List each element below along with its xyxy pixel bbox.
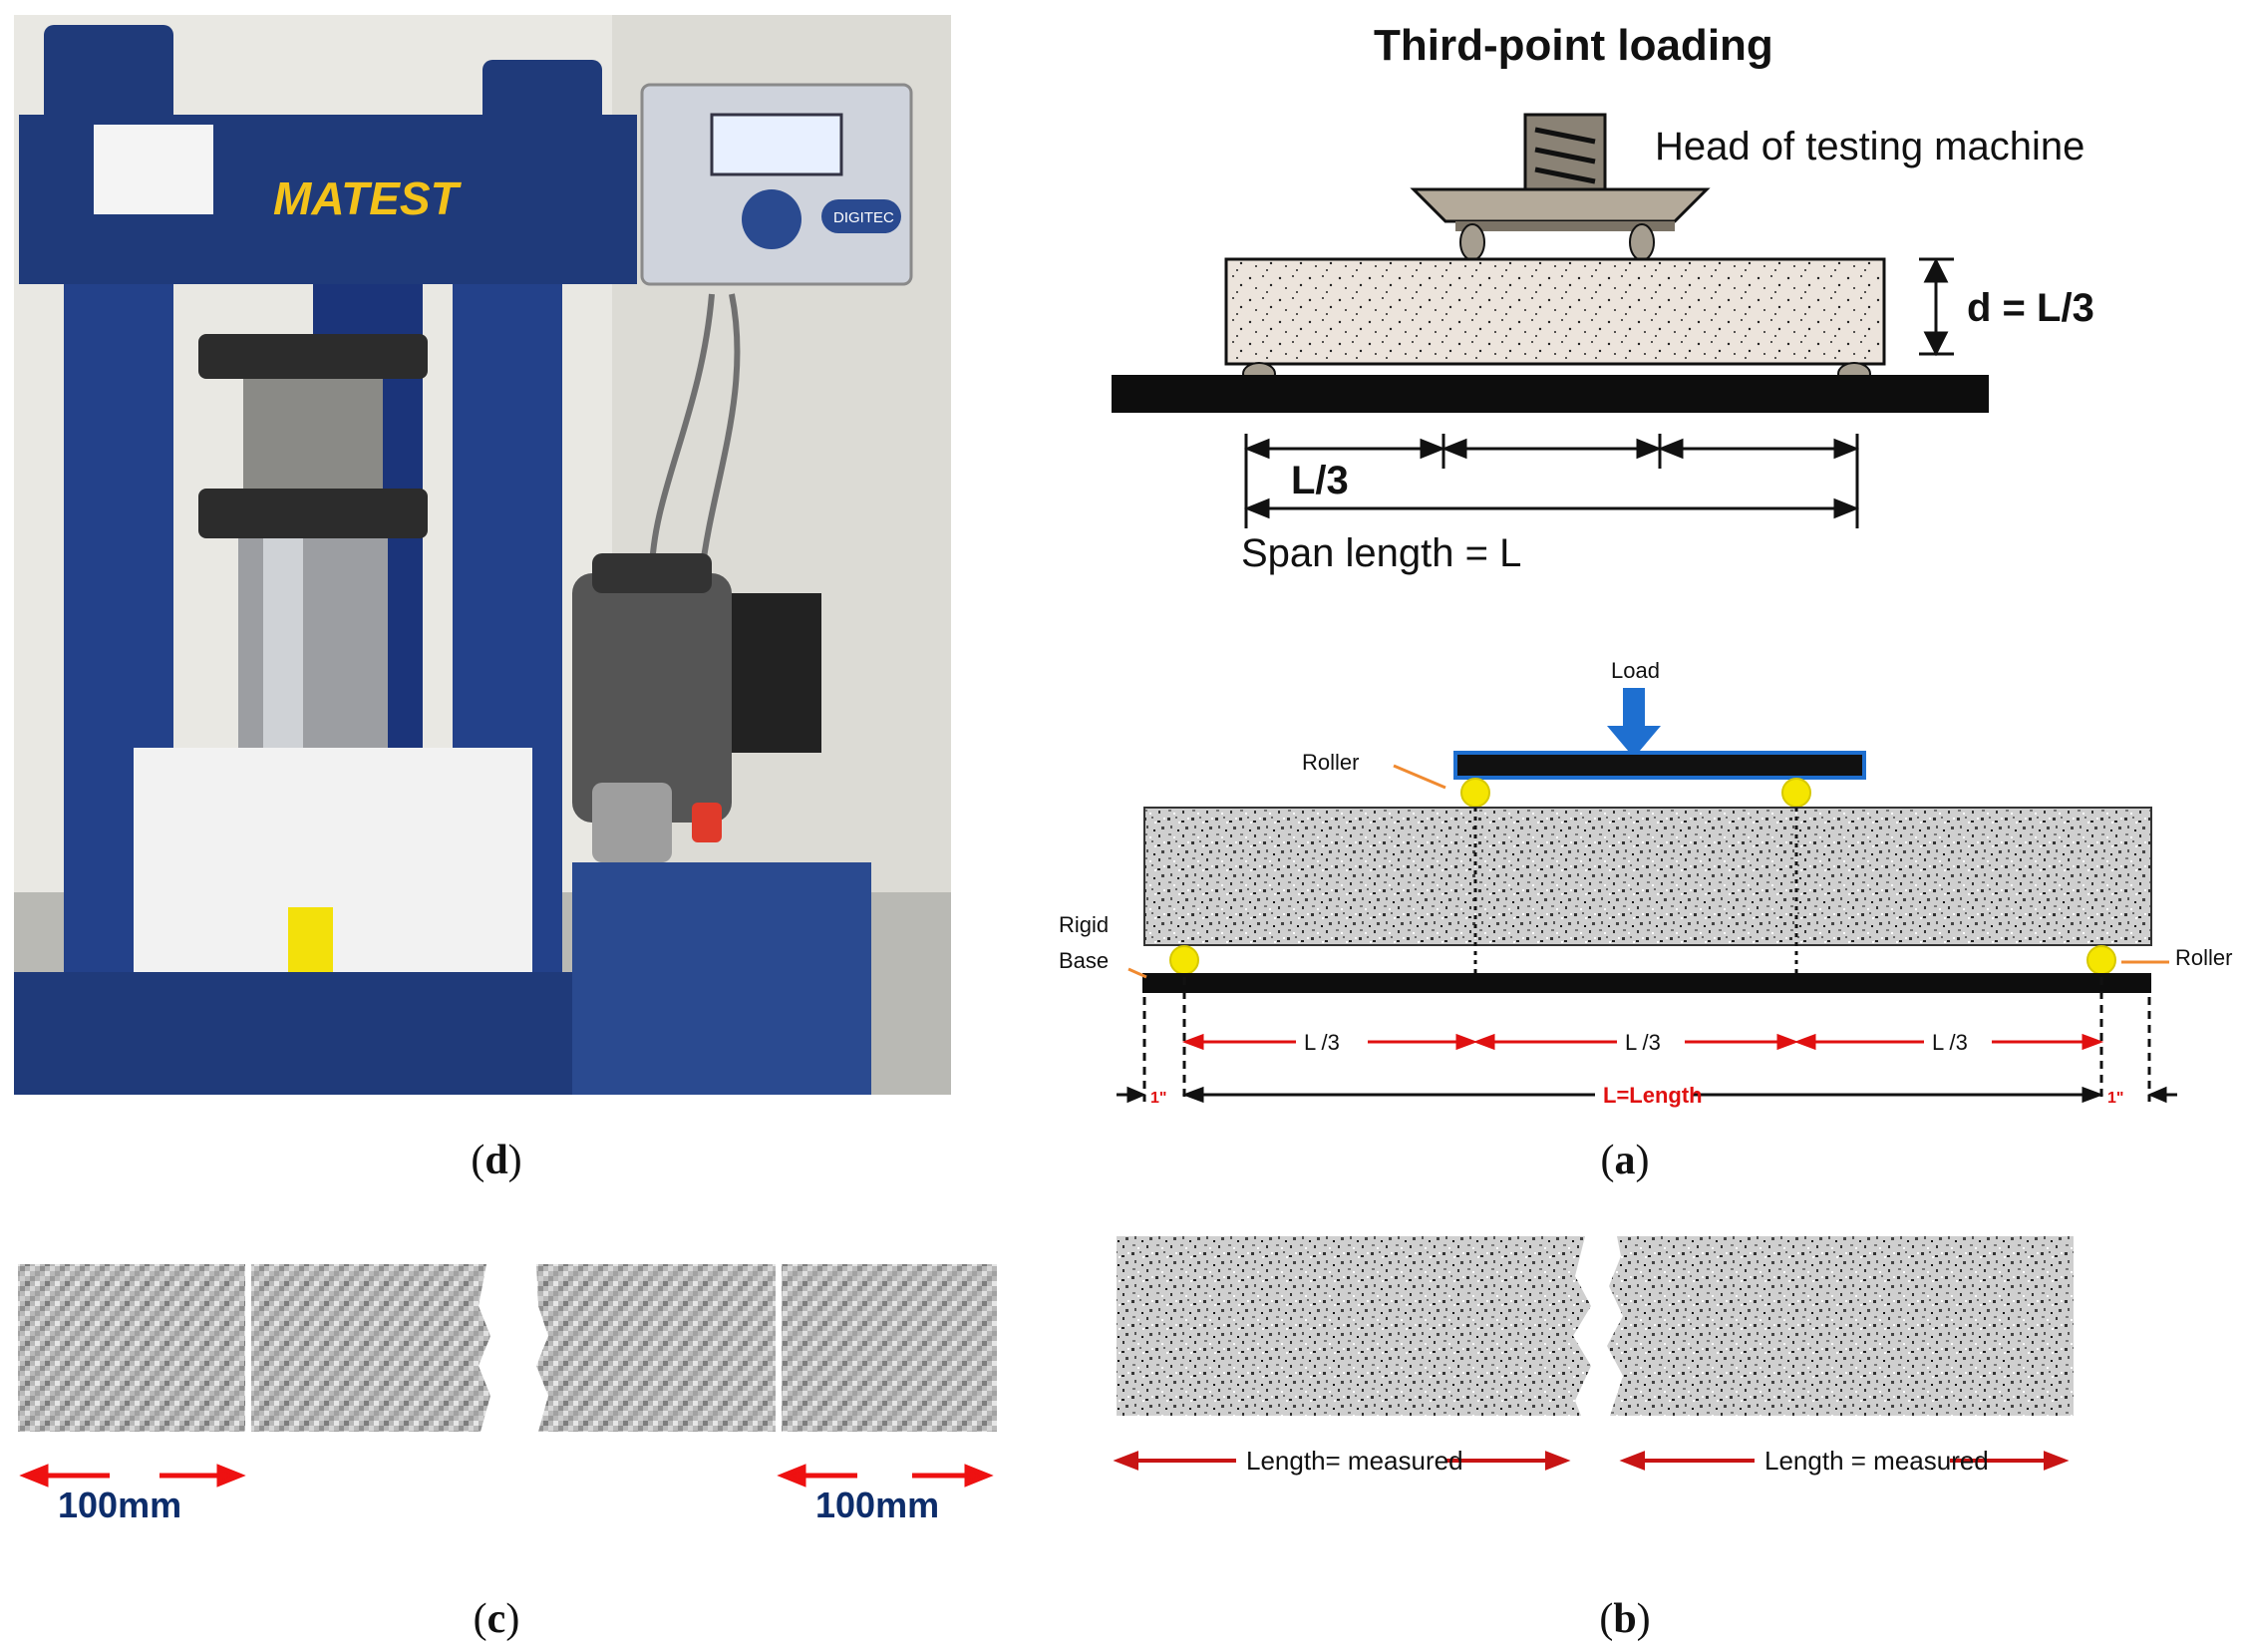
roller-top-leader [1393, 764, 1446, 790]
roller-bottom-right-icon [2086, 945, 2116, 975]
brand-logo-text: MATEST [273, 172, 463, 224]
c-right-label: 100mm [815, 1485, 939, 1525]
fractured-beam-right [1607, 1236, 2074, 1416]
rigid-base-label-line2: Base [1059, 948, 1109, 973]
panel-third-point-loading: Third-point loading Head of testing mach… [1097, 10, 2242, 608]
rigid-base-label: Rigid Base [1059, 912, 1115, 973]
panel-b-fractured-beams: Length= measured Length = measured [1107, 1226, 2103, 1486]
third-dimension-arrows [1181, 1033, 2104, 1051]
rigid-base-plate [1142, 973, 2151, 993]
roller-top-right-icon [1781, 778, 1811, 808]
head-label: Head of testing machine [1655, 125, 2084, 168]
b-left-label: Length= measured [1246, 1446, 1463, 1476]
load-arrow-icon [1607, 688, 1661, 758]
depth-label: d = L/3 [1967, 286, 2094, 330]
overhang-left-label: 1" [1150, 1090, 1166, 1107]
controller-label: DIGITEC [833, 209, 894, 226]
c-dimension-arrows [19, 1464, 994, 1487]
roller-top-left-icon [1460, 778, 1490, 808]
third-label-2: L /3 [1625, 1030, 1661, 1055]
span-label: Span length = L [1241, 531, 1521, 575]
overhang-right-label: 1" [2107, 1090, 2123, 1107]
roller-right-label: Roller [2175, 945, 2232, 970]
diagram-title: Third-point loading [1374, 21, 1773, 70]
depth-dimension [1919, 257, 1954, 357]
third-label-3: L /3 [1932, 1030, 1968, 1055]
rigid-base-label-line1: Rigid [1059, 912, 1109, 937]
c-left-label: 100mm [58, 1485, 181, 1525]
length-label: L=Length [1603, 1083, 1703, 1108]
length-dimension [1117, 1086, 2177, 1104]
specimen-c1 [18, 1264, 245, 1432]
specimen-c4 [782, 1264, 997, 1432]
beam-specimen [1224, 257, 1886, 366]
panel-d-testing-machine: MATEST DIGITEC [14, 15, 951, 1095]
caption-d: (d) [471, 1138, 522, 1183]
load-label: Load [1611, 658, 1660, 683]
specimen-c3 [536, 1264, 776, 1432]
roller-bottom-left-icon [1169, 945, 1199, 975]
specimen-c2 [251, 1264, 490, 1432]
panel-c-specimens: 100mm 100mm [10, 1246, 1007, 1545]
third-label-1: L /3 [1304, 1030, 1340, 1055]
fractured-beam-left [1117, 1236, 1591, 1416]
machine-head-icon [1410, 113, 1711, 261]
caption-b: (b) [1599, 1596, 1651, 1642]
beam-specimen-a [1143, 807, 2152, 946]
third-label: L/3 [1291, 459, 1349, 502]
panel-a-loading-diagram: Load Roller Rigid Base Roller [1047, 648, 2242, 1117]
thirds-dimension [1243, 434, 1860, 528]
loading-plate [1453, 751, 1866, 780]
caption-a: (a) [1600, 1138, 1650, 1183]
roller-top-label: Roller [1302, 750, 1359, 775]
b-right-label: Length = measured [1764, 1446, 1989, 1476]
b-dimension-arrows [1113, 1451, 2070, 1471]
base-plate [1112, 375, 1989, 413]
caption-c: (c) [473, 1596, 520, 1642]
testing-machine-illustration: MATEST DIGITEC [14, 15, 951, 1095]
